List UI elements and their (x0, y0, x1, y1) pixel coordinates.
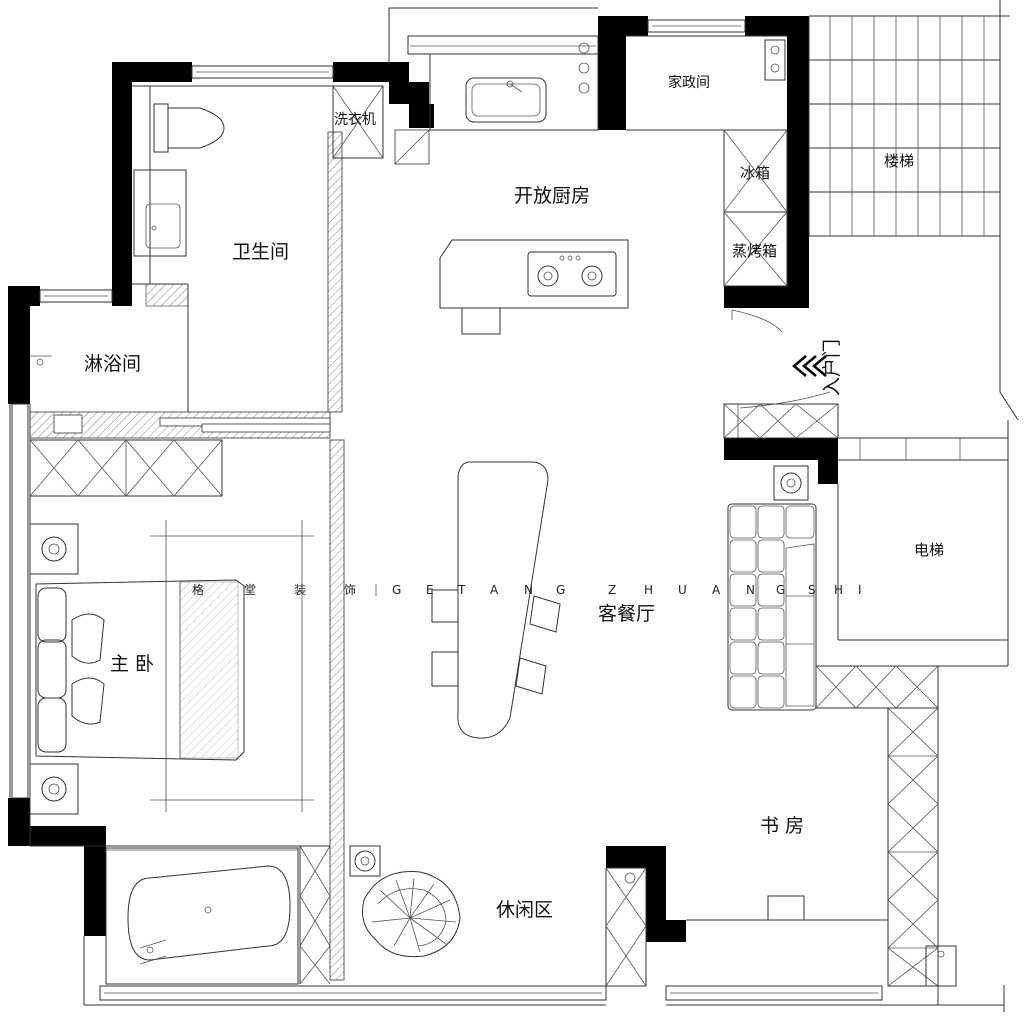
bathroom-fixtures (30, 103, 225, 366)
label-stairs: 楼梯 (884, 152, 914, 170)
lounge-chair (349, 845, 461, 958)
watermark-char: 装 (294, 583, 306, 597)
watermark-char: 饰 (344, 583, 356, 597)
label-study: 书 房 (760, 815, 804, 837)
bathtub (105, 847, 299, 985)
study-cabinets (605, 665, 957, 987)
label-leisure: 休闲区 (496, 899, 553, 921)
label-shower: 淋浴间 (84, 353, 141, 375)
watermark-letter: G (556, 583, 565, 597)
label-steam-oven: 蒸烤箱 (732, 242, 777, 260)
sofa (727, 465, 817, 711)
watermark-letter: E (426, 583, 434, 597)
stairs-area (808, 16, 1000, 237)
outlines (9, 0, 1019, 1012)
label-open-kitchen: 开放厨房 (514, 185, 590, 207)
watermark-letter: S (808, 583, 816, 597)
watermark-letter: Z (608, 583, 616, 597)
entry-door (723, 309, 1008, 460)
watermark-letter: N (524, 583, 533, 597)
watermark-letter: G (392, 583, 401, 597)
label-master-bedroom: 主 卧 (110, 653, 154, 675)
housekeeping-area (626, 35, 788, 287)
room-labels: 洗衣机 家政间 开放厨房 楼梯 冰箱 蒸烤箱 卫生间 淋浴间 入户门 电梯 客餐… (84, 74, 944, 921)
watermark-char: 堂 (244, 583, 256, 597)
watermark-letter: H (834, 583, 843, 597)
label-laundry: 洗衣机 (334, 112, 376, 128)
watermark-char: 格 (192, 582, 204, 597)
partitions (29, 85, 345, 985)
windows (11, 19, 883, 1001)
laundry-area (332, 35, 599, 165)
watermark-letter: I (858, 583, 862, 597)
master-bedroom-furniture (29, 520, 314, 815)
label-entrance: 入户门 (821, 339, 843, 396)
watermark-letter: A (490, 583, 499, 597)
watermark-letter: H (644, 583, 653, 597)
dining-table (431, 461, 561, 739)
kitchen-island (439, 239, 629, 335)
watermark-letter: G (776, 583, 785, 597)
watermark-letter: U (678, 583, 687, 597)
walls (8, 16, 838, 942)
watermark-letter: T (457, 583, 466, 597)
watermark-letter: A (712, 583, 721, 597)
label-elevator: 电梯 (914, 541, 944, 559)
label-bathroom: 卫生间 (232, 241, 289, 263)
watermark: 格 堂 装 饰 G E T A N G Z H U A N G S H I (179, 582, 862, 597)
label-housekeeping: 家政间 (668, 74, 710, 91)
watermark-letter: N (746, 583, 755, 597)
label-fridge: 冰箱 (740, 164, 770, 182)
label-living-dining: 客餐厅 (598, 603, 655, 625)
